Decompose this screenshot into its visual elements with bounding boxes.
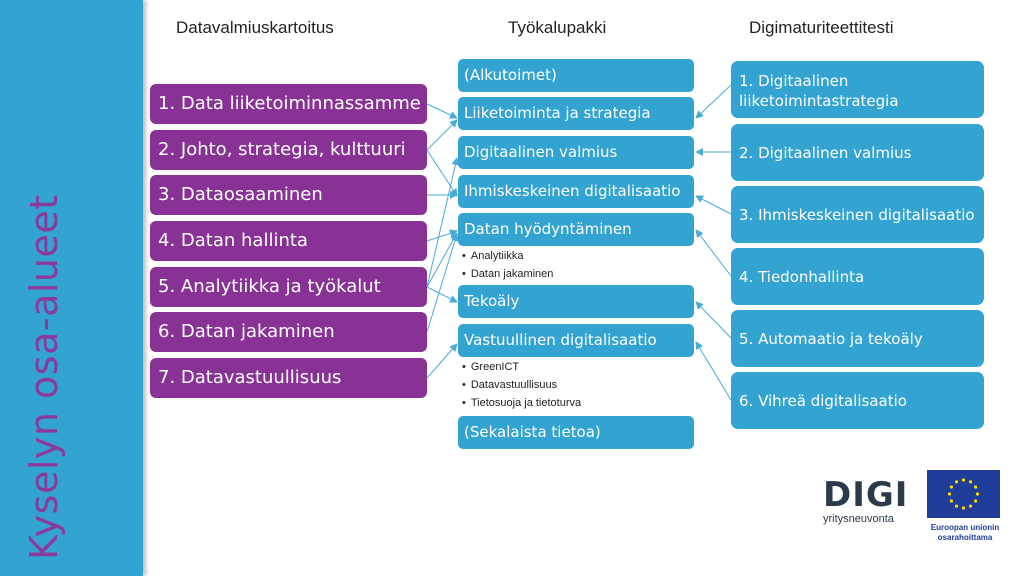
maturity-area-3: 3. Ihmiskeskeinen digitalisaatio (731, 186, 984, 243)
sublist-item: Datan jakaminen (462, 265, 554, 283)
sublist-item: Tietosuoja ja tietoturva (462, 394, 581, 412)
eu-caption-line2: osarahoittama (937, 533, 993, 542)
toolkit-tekoaly: Tekoäly (458, 285, 694, 318)
middle-column-header: Työkalupakki (508, 18, 607, 37)
sidebar-band (0, 0, 143, 576)
toolkit-alkutoimet: (Alkutoimet) (458, 59, 694, 92)
right-column-header: Digimaturiteettitesti (749, 18, 894, 37)
maturity-area-1: 1. Digitaalinen liiketoimintastrategia (731, 61, 984, 118)
survey-area-5: 5. Analytiikka ja työkalut (150, 267, 427, 307)
survey-area-3: 3. Dataosaaminen (150, 175, 427, 215)
survey-area-6: 6. Datan jakaminen (150, 312, 427, 352)
maturity-area-4: 4. Tiedonhallinta (731, 248, 984, 305)
survey-area-2: 2. Johto, strategia, kulttuuri (150, 130, 427, 170)
sublist-item: GreenICT (462, 358, 581, 376)
maturity-area-5: 5. Automaatio ja tekoäly (731, 310, 984, 367)
toolkit-vastuullinen-sublist: GreenICT Datavastuullisuus Tietosuoja ja… (462, 358, 581, 412)
eu-caption: Euroopan unionin osarahoittama (925, 523, 1005, 543)
sublist-item: Datavastuullisuus (462, 376, 581, 394)
eu-caption-line1: Euroopan unionin (930, 523, 1000, 532)
toolkit-vastuullinen: Vastuullinen digitalisaatio (458, 324, 694, 357)
digi-yritysneuvonta-logo: DIGI yritysneuvonta (823, 478, 913, 525)
maturity-area-6: 6. Vihreä digitalisaatio (731, 372, 984, 429)
toolkit-datan-hyodyntaminen-sublist: Analytiikka Datan jakaminen (462, 247, 554, 283)
toolkit-datan-hyodyntaminen: Datan hyödyntäminen (458, 213, 694, 246)
left-column-header: Datavalmiuskartoitus (176, 18, 334, 37)
survey-area-4: 4. Datan hallinta (150, 221, 427, 261)
sidebar-title: Kyselyn osa-alueet (22, 194, 66, 560)
eu-cofunded-logo: Euroopan unionin osarahoittama (925, 470, 1005, 543)
toolkit-liiketoiminta: Liiketoiminta ja strategia (458, 97, 694, 130)
maturity-area-2: 2. Digitaalinen valmius (731, 124, 984, 181)
toolkit-ihmiskeskeinen: Ihmiskeskeinen digitalisaatio (458, 175, 694, 208)
eu-flag-icon (927, 470, 1000, 518)
toolkit-sekalaista: (Sekalaista tietoa) (458, 416, 694, 449)
digi-logo-subtitle: yritysneuvonta (823, 513, 894, 525)
sublist-item: Analytiikka (462, 247, 553, 265)
toolkit-digitaalinen-valmius: Digitaalinen valmius (458, 136, 694, 169)
survey-area-1: 1. Data liiketoiminnassamme (150, 84, 427, 124)
survey-area-7: 7. Datavastuullisuus (150, 358, 427, 398)
digi-logo-mark: DIGI (823, 475, 909, 515)
